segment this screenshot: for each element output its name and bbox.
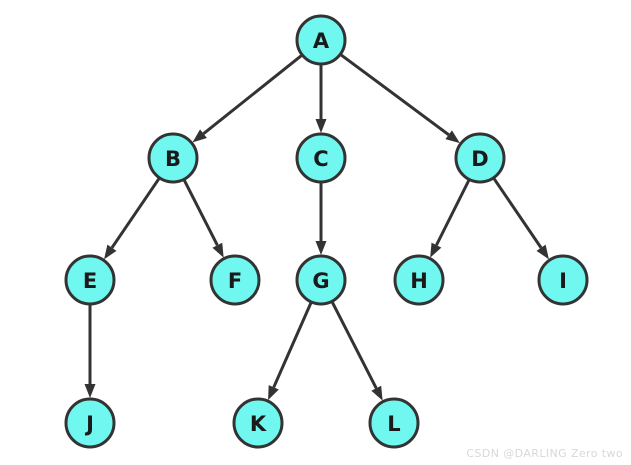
node-circle-d[interactable]: [454, 132, 506, 184]
arrow-icon: [192, 129, 207, 143]
node-label-k: K: [250, 412, 267, 436]
node-label-l: L: [387, 412, 400, 436]
arrow-icon: [212, 242, 224, 258]
node-label-g: G: [312, 269, 329, 293]
edge-e-to-j: [84, 305, 96, 398]
node-circle-k[interactable]: [232, 397, 284, 449]
arrow-icon: [536, 244, 549, 260]
node-label-d: D: [471, 147, 488, 171]
arrow-icon: [315, 241, 327, 255]
node-label-i: I: [559, 269, 567, 293]
arrow-icon: [315, 119, 327, 133]
tree-node-d[interactable]: D: [454, 132, 506, 184]
node-label-a: A: [313, 29, 330, 53]
arrow-icon: [445, 130, 460, 144]
node-circle-f[interactable]: [209, 254, 261, 306]
tree-node-e[interactable]: E: [64, 254, 116, 306]
node-label-b: B: [165, 147, 181, 171]
node-circle-e[interactable]: [64, 254, 116, 306]
node-circle-h[interactable]: [393, 254, 445, 306]
edge-d-to-i: [492, 177, 549, 260]
arrow-icon: [371, 385, 383, 401]
edge-a-to-c: [315, 65, 327, 133]
node-circle-l[interactable]: [368, 397, 420, 449]
edge-g-to-k: [268, 302, 313, 401]
node-circle-a[interactable]: [295, 14, 347, 66]
watermark: CSDN @DARLING Zero two: [466, 447, 623, 460]
tree-node-c[interactable]: C: [295, 132, 347, 184]
arrow-icon: [84, 384, 96, 398]
tree-node-a[interactable]: A: [295, 14, 347, 66]
arrow-icon: [104, 244, 117, 260]
edge-a-to-d: [340, 53, 460, 144]
node-circle-b[interactable]: [147, 132, 199, 184]
edge-g-to-l: [331, 301, 383, 401]
node-label-c: C: [313, 147, 328, 171]
tree-node-b[interactable]: B: [147, 132, 199, 184]
node-circle-c[interactable]: [295, 132, 347, 184]
tree-node-j[interactable]: J: [64, 397, 116, 449]
node-label-h: H: [410, 269, 428, 293]
node-circle-g[interactable]: [295, 254, 347, 306]
nodes-layer: A B C D E F G H I J K L: [64, 14, 589, 449]
node-label-f: F: [228, 269, 242, 293]
tree-node-l[interactable]: L: [368, 397, 420, 449]
edge-a-to-b: [192, 54, 303, 143]
node-label-j: J: [84, 412, 94, 436]
tree-node-k[interactable]: K: [232, 397, 284, 449]
edges-layer: [84, 53, 549, 401]
edge-c-to-g: [315, 183, 327, 255]
tree-node-i[interactable]: I: [537, 254, 589, 306]
tree-node-g[interactable]: G: [295, 254, 347, 306]
edge-b-to-f: [182, 179, 224, 258]
node-circle-i[interactable]: [537, 254, 589, 306]
edge-d-to-h: [430, 179, 471, 258]
arrow-icon: [430, 242, 442, 258]
tree-node-f[interactable]: F: [209, 254, 261, 306]
node-label-e: E: [83, 269, 97, 293]
node-circle-j[interactable]: [64, 397, 116, 449]
arrow-icon: [268, 385, 279, 401]
edge-b-to-e: [104, 177, 161, 260]
tree-node-h[interactable]: H: [393, 254, 445, 306]
